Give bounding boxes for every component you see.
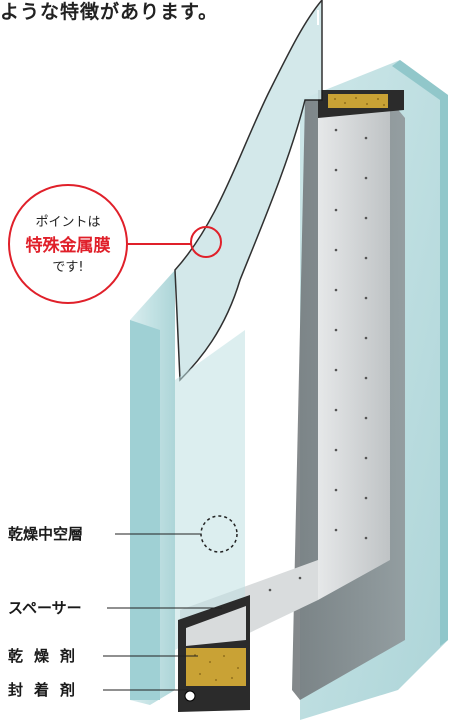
spacer-bar-vertical	[318, 100, 390, 600]
callout-pointer-circle	[190, 226, 222, 258]
page-heading: ような特徴があります。	[0, 1, 219, 23]
front-inner-glass	[175, 330, 245, 650]
callout-line-3: です!	[52, 260, 84, 275]
label-spacer: スペーサー	[8, 599, 82, 617]
point-callout: ポイントは 特殊金属膜 です!	[8, 184, 128, 304]
label-sealant: 封着剤	[8, 681, 87, 699]
bottom-spacer-face	[186, 606, 246, 646]
label-air-layer: 乾燥中空層	[8, 525, 84, 543]
top-desiccant	[328, 94, 388, 108]
special-metal-film	[174, 0, 323, 382]
back-glass-edge	[392, 60, 448, 646]
sealant-marker	[184, 690, 196, 702]
callout-line-1: ポイントは	[35, 215, 101, 230]
label-desiccant: 乾燥剤	[8, 647, 87, 665]
front-glass-edge	[130, 320, 160, 700]
callout-line-2: 特殊金属膜	[25, 236, 111, 256]
